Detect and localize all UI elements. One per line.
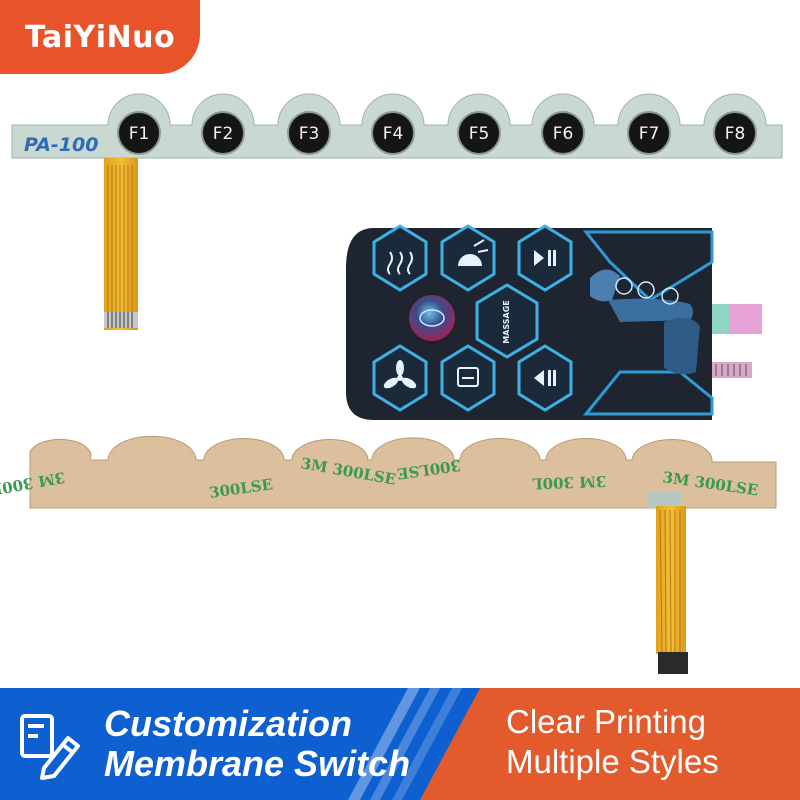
banner-left-line1: Customization [104, 703, 352, 744]
fkey-f1[interactable]: F1 [117, 111, 161, 155]
fkey-f3[interactable]: F3 [287, 111, 331, 155]
heat-icon [387, 251, 413, 275]
power-orb-button[interactable] [407, 293, 457, 343]
fkey-f7[interactable]: F7 [627, 111, 671, 155]
banner-right-line2: Multiple Styles [506, 743, 719, 780]
heat-button[interactable] [372, 224, 428, 292]
fkey-f8[interactable]: F8 [713, 111, 757, 155]
model-label: PA-100 [24, 134, 98, 156]
fkey-label: F5 [469, 124, 490, 144]
banner-right-line1: Clear Printing [506, 703, 706, 740]
fkey-label: F6 [553, 124, 574, 144]
massage-button[interactable]: MASSAGE [475, 283, 539, 359]
fkey-label: F1 [129, 124, 150, 144]
massage-label: MASSAGE [502, 300, 511, 344]
fkey-label: F3 [299, 124, 320, 144]
lamp-icon [458, 239, 489, 266]
recline-up-icon [534, 250, 556, 266]
recline-down-button[interactable] [517, 344, 573, 412]
lamp-button[interactable] [440, 224, 496, 292]
brand-name: TaiYiNuo [24, 19, 176, 55]
banner-stripes [348, 688, 462, 800]
fkey-f4[interactable]: F4 [371, 111, 415, 155]
adhesive-print: 3M 300L [531, 472, 606, 493]
recline-up-button[interactable] [517, 224, 573, 292]
bottom-banner: Customization Membrane Switch Clear Prin… [0, 688, 800, 800]
fkey-f2[interactable]: F2 [201, 111, 245, 155]
banner-left-text: Customization Membrane Switch [104, 704, 410, 784]
window-button[interactable] [440, 344, 496, 412]
fkey-label: F8 [725, 124, 746, 144]
banner-left-line2: Membrane Switch [104, 743, 411, 784]
brand-badge: TaiYiNuo [0, 0, 200, 74]
fkey-label: F7 [639, 124, 660, 144]
fan-button[interactable] [372, 344, 428, 412]
fkey-f6[interactable]: F6 [541, 111, 585, 155]
fan-icon [383, 360, 417, 389]
edit-pencil-icon [20, 714, 80, 780]
control-panel: MASSAGE [346, 224, 762, 420]
adhesive-backing-strip: 3M 300LSE 300LSE 3M 300LSE 300LSE 3M 300… [0, 435, 777, 674]
banner-orange-panel [420, 688, 800, 800]
fkey-f5[interactable]: F5 [457, 111, 501, 155]
banner-right-text: Clear Printing Multiple Styles [506, 702, 719, 782]
fkey-label: F2 [213, 124, 234, 144]
fkey-label: F4 [383, 124, 404, 144]
window-icon [457, 367, 479, 387]
top-membrane-strip: PA-100 F1 F2 F3 F4 F5 F6 F7 [11, 93, 783, 330]
seat-icon [590, 269, 700, 375]
recline-down-icon [534, 370, 556, 386]
